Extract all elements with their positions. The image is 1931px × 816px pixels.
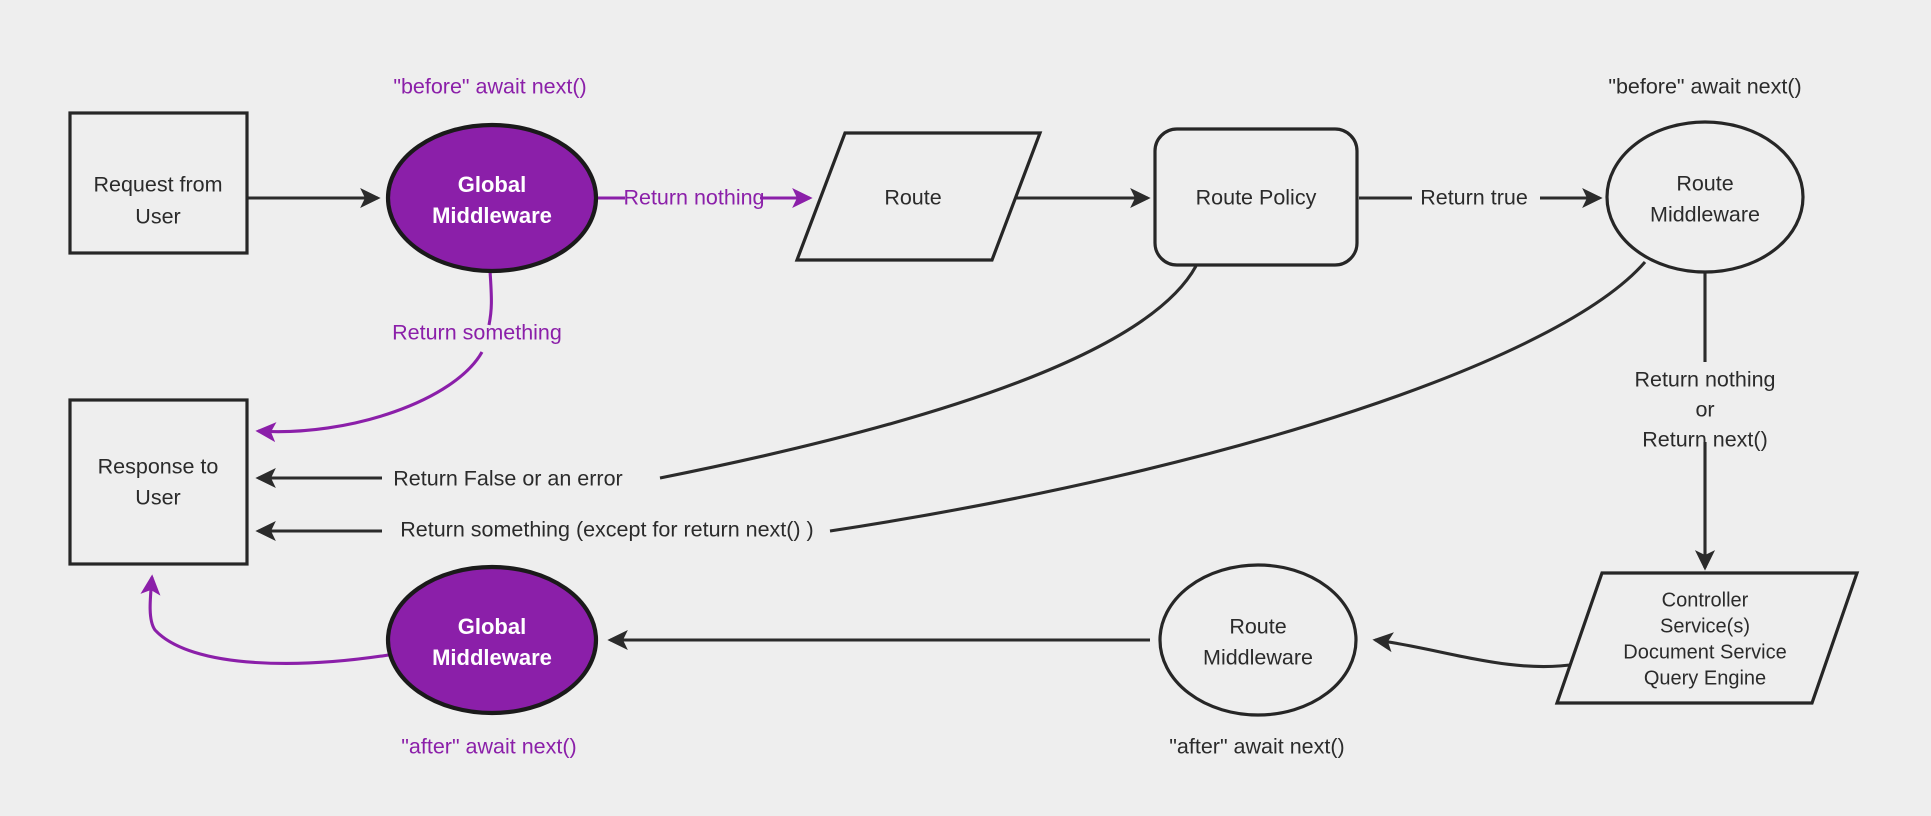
node-request-from-user-line2: User [135, 205, 180, 229]
edge-label-routemw-controller-line2: or [1695, 398, 1714, 422]
node-route[interactable]: Route [794, 131, 1043, 262]
edge-policy-to-response [659, 265, 1198, 480]
annotation-before-route-middleware: "before" await next() [1608, 75, 1801, 99]
edge-global-to-response-tail [255, 351, 484, 443]
node-route-policy-label: Route Policy [1196, 186, 1317, 210]
node-request-from-user[interactable]: Request from User [68, 111, 249, 255]
node-controller-services-line3: Document Service [1623, 641, 1786, 663]
node-controller-services-line2: Service(s) [1660, 615, 1750, 637]
node-response-to-user[interactable]: Response to User [68, 398, 249, 566]
node-global-middleware-after-line1: Global [458, 614, 526, 639]
edge-label-return-something: Return something [392, 321, 562, 345]
node-global-middleware-after[interactable]: Global Middleware [385, 564, 599, 716]
edge-controller-to-routemw-after [1372, 632, 1578, 669]
edge-label-return-nothing: Return nothing [623, 186, 764, 210]
edge-label-return-false-or-error: Return False or an error [393, 467, 622, 491]
node-route-middleware-before-line1: Route [1676, 172, 1733, 196]
node-route-middleware-after-line1: Route [1229, 615, 1286, 639]
annotation-after-global-middleware: "after" await next() [401, 735, 576, 759]
node-route-middleware-after-line2: Middleware [1203, 646, 1313, 670]
node-controller-services[interactable]: Controller Service(s) Document Service Q… [1554, 571, 1860, 705]
node-global-middleware-before-line1: Global [458, 172, 526, 197]
node-global-middleware-before-line2: Middleware [432, 203, 552, 228]
edge-label-return-true: Return true [1420, 186, 1528, 210]
node-global-middleware-before[interactable]: Global Middleware [385, 122, 599, 274]
node-route-label: Route [884, 186, 941, 210]
edge-label-return-something-except: Return something (except for return next… [400, 518, 813, 542]
node-global-middleware-after-line2: Middleware [432, 645, 552, 670]
node-route-middleware-after[interactable]: Route Middleware [1158, 563, 1358, 717]
edge-global-after-to-response [140, 574, 419, 665]
node-controller-services-line1: Controller [1662, 589, 1749, 611]
edge-routemw-to-response [829, 260, 1647, 533]
node-route-middleware-before[interactable]: Route Middleware [1605, 120, 1805, 274]
edge-global-to-response [487, 270, 493, 326]
node-route-middleware-before-line2: Middleware [1650, 203, 1760, 227]
annotation-before-global-middleware: "before" await next() [393, 75, 586, 99]
node-controller-services-line4: Query Engine [1644, 667, 1766, 689]
node-request-from-user-line1: Request from [93, 173, 222, 197]
node-response-to-user-line2: User [135, 486, 180, 510]
node-response-to-user-line1: Response to [98, 455, 219, 479]
edge-label-routemw-controller-line1: Return nothing [1634, 368, 1775, 392]
node-route-policy[interactable]: Route Policy [1153, 127, 1359, 267]
edge-label-routemw-controller-line3: Return next() [1642, 428, 1767, 452]
annotation-after-route-middleware: "after" await next() [1169, 735, 1344, 759]
